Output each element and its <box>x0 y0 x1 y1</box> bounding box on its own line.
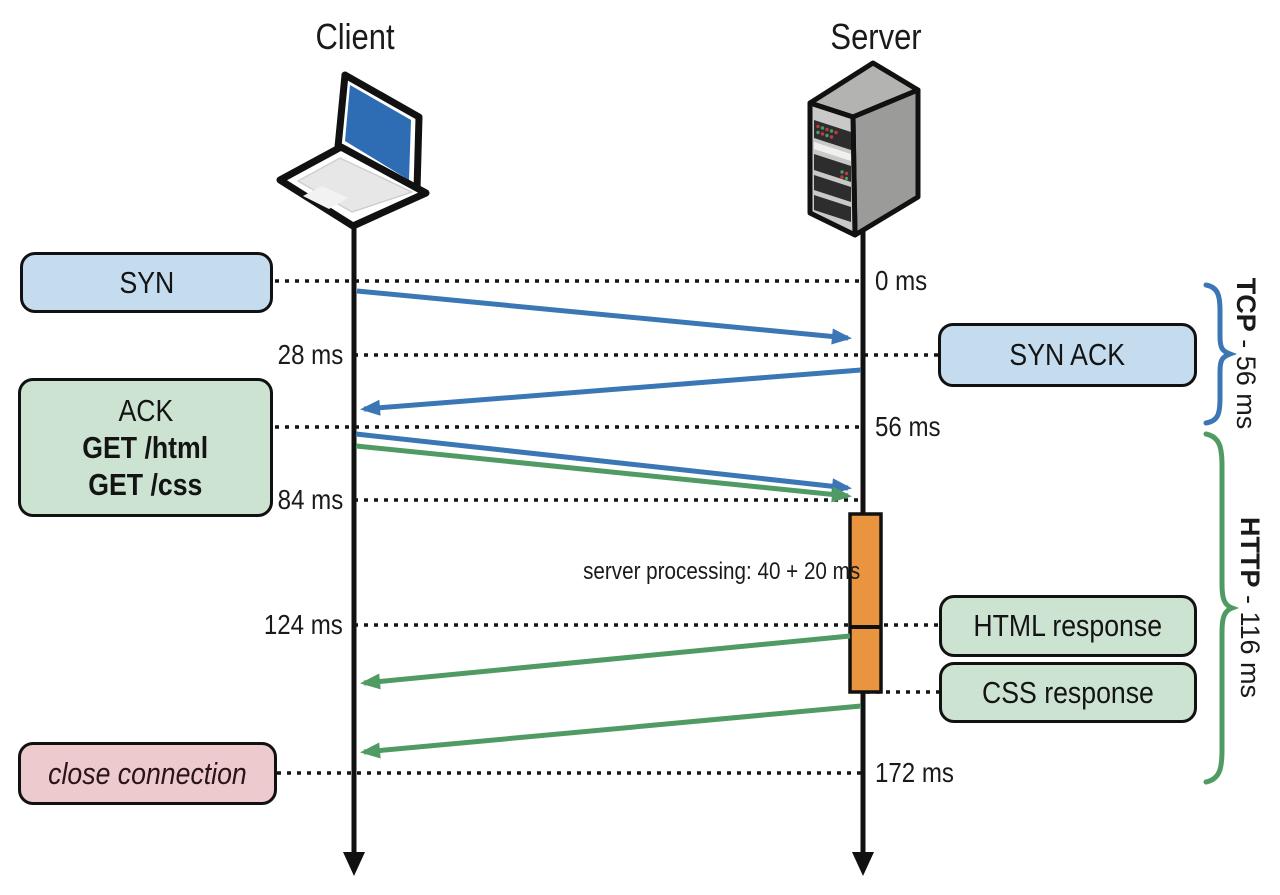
syn-ack-box-label: SYN ACK <box>1009 337 1126 372</box>
arrow-css-response <box>360 703 862 759</box>
css-response-box: CSS response <box>939 662 1197 723</box>
syn-box: SYN <box>20 252 273 313</box>
client-title: Client <box>255 17 455 57</box>
server-title-text: Server <box>830 16 922 57</box>
server-led-lights <box>816 124 849 181</box>
arrow-ack <box>355 431 852 495</box>
tcp-brace-label-bold: TCP <box>1231 277 1262 332</box>
request-box: ACK GET /html GET /css <box>18 378 273 517</box>
server-title: Server <box>776 17 976 57</box>
time-label-56ms: 56 ms <box>875 411 941 442</box>
tcp-brace-label-rest: - 56 ms <box>1231 331 1262 430</box>
time-label-28ms: 28 ms <box>277 339 343 370</box>
request-line-ack: ACK <box>118 393 173 428</box>
client-title-text: Client <box>315 16 395 57</box>
request-line-get-html: GET /html <box>82 430 209 465</box>
time-label-84ms: 84 ms <box>277 484 343 515</box>
time-label-172ms: 172 ms <box>875 757 954 788</box>
time-label-0ms: 0 ms <box>875 265 928 296</box>
http-brace-label-bold: HTTP <box>1235 516 1266 588</box>
arrow-html-response <box>360 633 851 690</box>
http-brace-label-rest: - 116 ms <box>1235 587 1266 699</box>
request-line-get-css: GET /css <box>88 467 203 502</box>
client-lifeline <box>343 222 365 876</box>
html-response-box-label: HTML response <box>973 608 1163 643</box>
close-connection-box: close connection <box>18 742 277 805</box>
server-processing-bar <box>848 512 883 694</box>
arrow-syn <box>356 288 852 345</box>
server-processing-note: server processing: 40 + 20 ms <box>583 558 861 585</box>
tcp-brace-label: TCP - 56 ms <box>1229 278 1263 430</box>
html-response-box: HTML response <box>939 595 1197 657</box>
arrow-get <box>355 443 852 503</box>
css-response-box-label: CSS response <box>982 674 1154 710</box>
time-label-124ms: 124 ms <box>264 609 343 640</box>
client-laptop-icon <box>276 71 430 230</box>
tcp-brace <box>1203 282 1238 426</box>
syn-box-label: SYN <box>119 264 174 300</box>
arrow-syn-ack <box>360 367 862 416</box>
http-brace <box>1203 431 1240 785</box>
http-brace-label: HTTP - 116 ms <box>1233 432 1267 783</box>
close-connection-box-label: close connection <box>48 755 247 791</box>
server-tower-icon <box>807 60 921 238</box>
syn-ack-box: SYN ACK <box>938 323 1197 387</box>
